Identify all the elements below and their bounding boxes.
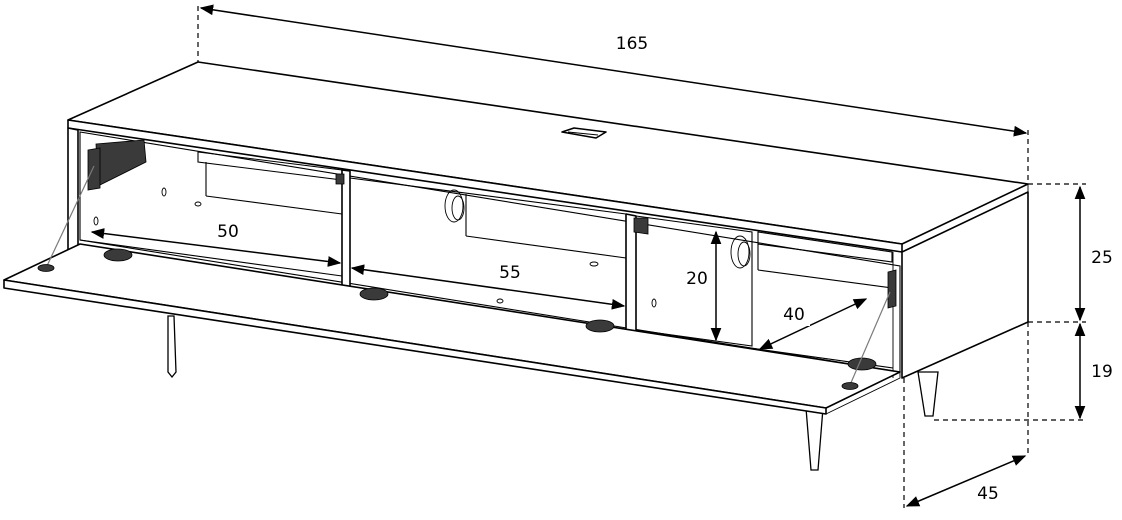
dimension-lines [90, 4, 1086, 507]
dim-line-middle-compartment [350, 264, 626, 310]
label-right-compartment-height: 20 [686, 269, 708, 289]
label-right-compartment-width: 40 [783, 305, 805, 325]
drop-down-door [3, 165, 901, 415]
hinge-hardware [87, 139, 897, 309]
label-left-compartment-width: 50 [217, 222, 239, 242]
dimension-labels: 165 25 19 45 50 55 20 40 [212, 34, 1113, 504]
dim-line-left-compartment [90, 228, 342, 267]
label-cabinet-height: 25 [1091, 248, 1113, 268]
cable-holes [93, 187, 870, 369]
dim-line-right-compartment-width [758, 298, 868, 350]
dim-line-depth [905, 455, 1027, 507]
dim-line-total-width [199, 4, 1028, 137]
label-leg-height: 19 [1091, 362, 1113, 382]
label-total-width: 165 [616, 34, 648, 54]
label-depth: 45 [977, 484, 999, 504]
label-middle-compartment-width: 55 [499, 263, 521, 283]
extension-lines [197, 6, 1086, 508]
